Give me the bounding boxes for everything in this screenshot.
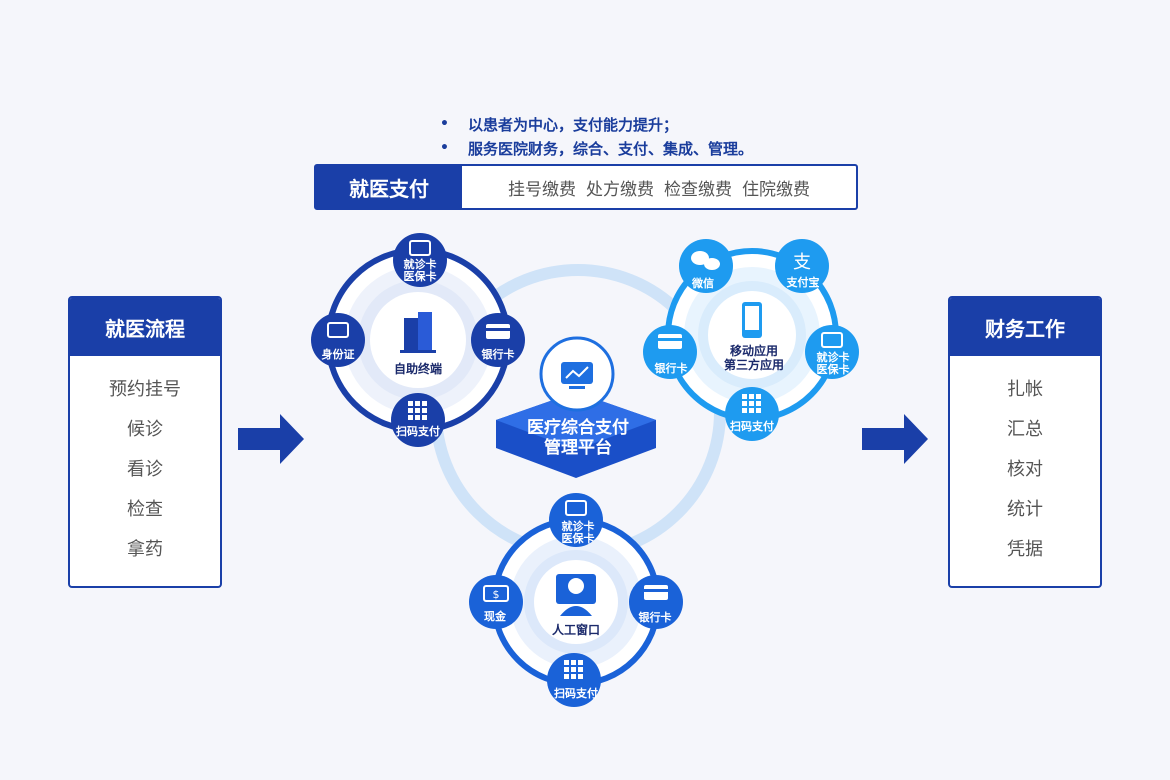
card-icon — [821, 332, 843, 348]
finance-work-panel: 财务工作 扎帐 汇总 核对 统计 凭据 — [948, 296, 1102, 588]
list-item: 汇总 — [1007, 419, 1043, 440]
list-item: 统计 — [1007, 499, 1043, 520]
qr-icon — [408, 401, 427, 420]
list-item: 扎帐 — [1007, 379, 1043, 400]
id-card-icon — [327, 322, 349, 338]
hub-label: 人工窗口 — [551, 623, 601, 637]
payment-bar: 就医支付 挂号缴费 处方缴费 检查缴费 住院缴费 — [314, 164, 858, 210]
scan-pay-node — [547, 653, 601, 707]
bullet-list: • 以患者为中心，支付能力提升； • 服务医院财务，综合、支付、集成、管理。 — [440, 112, 840, 160]
node-label: 银行卡 — [654, 362, 688, 375]
node-label: 扫码支付 — [396, 425, 440, 438]
medical-card-node — [393, 233, 447, 287]
bullet-item: • 以患者为中心，支付能力提升； — [440, 115, 679, 134]
medical-card-node — [549, 493, 603, 547]
cash-icon — [483, 585, 509, 602]
node-label: 就诊卡 医保卡 — [816, 351, 850, 376]
svg-text:$: $ — [493, 588, 500, 601]
node-label: 支付宝 — [786, 276, 820, 289]
medical-card-node — [805, 325, 859, 379]
platform-center — [496, 336, 656, 478]
bank-card-icon — [644, 585, 668, 600]
right-arrow-icon — [238, 414, 304, 464]
payment-item: 住院缴费 — [742, 179, 810, 200]
node-label: 银行卡 — [638, 611, 672, 624]
node-label: 身份证 — [321, 348, 355, 361]
list-item: 检查 — [127, 499, 163, 520]
node-label: 现金 — [484, 610, 506, 623]
medical-process-panel: 就医流程 预约挂号 候诊 看诊 检查 拿药 — [68, 296, 222, 588]
list-item: 凭据 — [1007, 539, 1043, 560]
payment-item: 检查缴费 — [664, 179, 732, 200]
panel-title: 财务工作 — [950, 298, 1100, 356]
right-arrow-icon — [862, 414, 928, 464]
list-item: 候诊 — [127, 419, 163, 440]
id-card-node — [311, 313, 365, 367]
bank-card-node — [471, 313, 525, 367]
hub-label: 自助终端 — [393, 362, 443, 376]
list-item: 看诊 — [127, 459, 163, 480]
payment-item: 挂号缴费 — [508, 179, 576, 200]
person-icon — [556, 574, 596, 616]
node-label: 就诊卡 医保卡 — [561, 520, 595, 545]
bullet-item: • 服务医院财务，综合、支付、集成、管理。 — [440, 139, 754, 158]
panel-list: 预约挂号 候诊 看诊 检查 拿药 — [70, 356, 220, 570]
list-item: 核对 — [1007, 459, 1043, 480]
scan-pay-node — [725, 387, 779, 441]
bank-card-icon — [486, 324, 510, 339]
payment-item: 处方缴费 — [586, 179, 654, 200]
hub-label: 移动应用 第三方应用 — [723, 344, 785, 372]
node-label: 扫码支付 — [554, 687, 598, 700]
manual-hub: $ — [469, 493, 683, 707]
list-item: 拿药 — [127, 539, 163, 560]
alipay-icon: 支 — [793, 252, 811, 273]
monitor-icon — [561, 362, 593, 384]
payment-bar-items: 挂号缴费 处方缴费 检查缴费 住院缴费 — [462, 175, 856, 200]
bank-card-node — [629, 575, 683, 629]
node-label: 微信 — [692, 277, 714, 290]
building-icon — [400, 312, 436, 353]
qr-icon — [742, 394, 761, 413]
alipay-node — [775, 239, 829, 293]
list-item: 预约挂号 — [109, 379, 181, 400]
mobile-hub: 支 — [643, 239, 859, 441]
card-icon — [565, 500, 587, 516]
wechat-icon — [691, 251, 709, 265]
bank-card-icon — [658, 334, 682, 349]
panel-title: 就医流程 — [70, 298, 220, 356]
node-label: 就诊卡 医保卡 — [403, 258, 437, 283]
node-label: 扫码支付 — [730, 420, 774, 433]
qr-icon — [564, 660, 583, 679]
platform-title: 医疗综合支付 管理平台 — [527, 418, 629, 458]
bank-card-node — [643, 325, 697, 379]
card-icon — [409, 240, 431, 256]
payment-bar-title: 就医支付 — [316, 166, 462, 208]
selfservice-hub — [311, 233, 525, 447]
node-label: 银行卡 — [481, 348, 515, 361]
panel-list: 扎帐 汇总 核对 统计 凭据 — [950, 356, 1100, 570]
